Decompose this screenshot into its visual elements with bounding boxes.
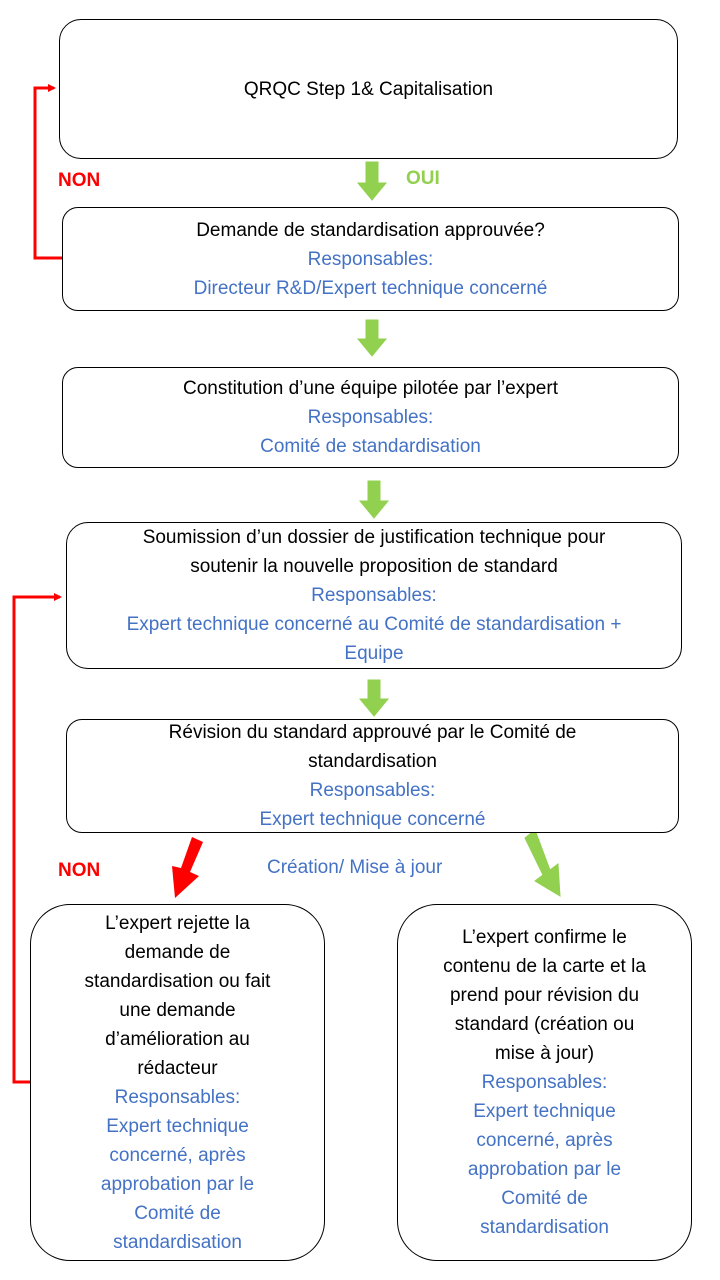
revision-box: Révision du standard approuvé par le Com… (66, 719, 679, 833)
non-label-bottom: NON (58, 860, 101, 881)
revision-resp: Expert technique concerné (259, 809, 486, 830)
confirm-line-4: standard (création ou (454, 1014, 635, 1035)
green-arrow-2 (356, 319, 388, 357)
reject-line-3: standardisation ou fait (84, 970, 271, 992)
team-resp: Comité de standardisation (260, 436, 481, 457)
reject-line-5: d’amélioration au (105, 1028, 250, 1050)
confirm-line-1: L’expert confirme le (462, 927, 627, 948)
confirm-resp-2: concerné, après (476, 1130, 613, 1151)
green-arrow-3 (358, 480, 390, 519)
team-title: Constitution d’une équipe pilotée par l’… (183, 378, 558, 399)
approval-decision-box: Demande de standardisation approuvée? Re… (62, 207, 679, 311)
reject-line-2: demande de (124, 941, 231, 963)
confirm-box: L’expert confirme le contenu de la carte… (397, 904, 692, 1261)
green-arrow-4 (358, 679, 390, 717)
confirm-resp-label: Responsables: (481, 1072, 608, 1093)
confirm-resp-1: Expert technique (473, 1101, 616, 1122)
reject-resp-label: Responsables: (114, 1086, 241, 1108)
reject-line-6: rédacteur (137, 1057, 218, 1079)
justification-resp-label: Responsables: (311, 585, 437, 606)
reject-line-1: L’expert rejette la (105, 912, 250, 934)
red-arrow-left (172, 837, 203, 898)
reject-resp-5: standardisation (113, 1231, 242, 1253)
justification-title-1: Soumission d’un dossier de justification… (142, 527, 606, 548)
green-arrow-1 (356, 161, 388, 201)
confirm-resp-3: approbation par le (467, 1159, 622, 1180)
confirm-resp-4: Comité de (501, 1188, 588, 1209)
confirm-line-5: mise à jour) (494, 1043, 595, 1064)
revision-title-2: standardisation (308, 751, 437, 772)
confirm-line-2: contenu de la carte et la (443, 956, 646, 977)
justification-title-2: soutenir la nouvelle proposition de stan… (190, 556, 558, 577)
reject-resp-3: approbation par le (100, 1173, 255, 1195)
justification-resp-2: Equipe (344, 643, 404, 664)
confirm-resp-5: standardisation (480, 1217, 609, 1238)
reject-line-4: une demande (119, 999, 236, 1021)
approval-resp: Directeur R&D/Expert technique concerné (193, 277, 548, 299)
reject-resp-4: Comité de (134, 1202, 221, 1224)
justification-box: Soumission d’un dossier de justification… (66, 522, 682, 669)
red-loop-top (33, 84, 62, 260)
qrqc-step-title: QRQC Step 1& Capitalisation (243, 78, 494, 100)
revision-title-1: Révision du standard approuvé par le Com… (168, 722, 577, 743)
reject-resp-1: Expert technique (106, 1115, 249, 1137)
reject-resp-2: concerné, après (109, 1144, 246, 1166)
team-constitution-box: Constitution d’une équipe pilotée par l’… (62, 367, 679, 468)
oui-label: OUI (406, 168, 440, 189)
team-resp-label: Responsables: (307, 407, 434, 428)
justification-resp-1: Expert technique concerné au Comité de s… (126, 614, 622, 635)
revision-resp-label: Responsables: (309, 780, 436, 801)
green-arrow-right (524, 829, 561, 897)
reject-box: L’expert rejette la demande de standardi… (30, 904, 325, 1261)
approval-resp-label: Responsables: (307, 248, 434, 270)
approval-title: Demande de standardisation approuvée? (196, 219, 545, 241)
red-loop-bottom (12, 593, 62, 1084)
qrqc-step-box: QRQC Step 1& Capitalisation (59, 19, 678, 159)
confirm-line-3: prend pour révision du (449, 985, 640, 1006)
non-label-top: NON (58, 170, 101, 191)
creation-update-label: Création/ Mise à jour (267, 857, 443, 878)
